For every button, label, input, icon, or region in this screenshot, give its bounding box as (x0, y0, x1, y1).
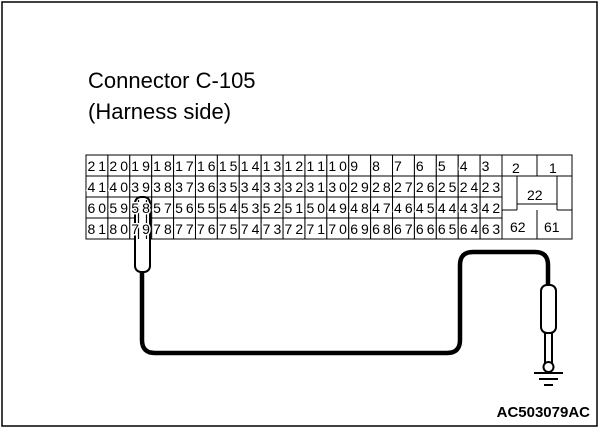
terminal-7: 7 (394, 158, 402, 174)
terminal-3: 3 (482, 158, 490, 174)
connector-title: Connector C-105 (88, 68, 256, 93)
terminal-61: 61 (544, 219, 560, 235)
ground-icon (534, 361, 563, 386)
probe-ground-side (540, 284, 557, 364)
terminal-8: 8 (372, 158, 380, 174)
terminal-22: 22 (527, 187, 543, 203)
terminal-4: 4 (460, 158, 468, 174)
figure-id: AC503079AC (497, 404, 591, 421)
probe-connector-side (134, 196, 151, 273)
terminal-9: 9 (350, 158, 358, 174)
test-wire (139, 249, 551, 356)
terminal-5: 5 (438, 158, 446, 174)
terminal-6: 6 (416, 158, 424, 174)
connector-grid (85, 154, 503, 240)
connector-right-block: 2 1 22 62 61 (501, 154, 573, 240)
terminal-62: 62 (510, 219, 526, 235)
terminal-1: 1 (549, 160, 557, 176)
terminal-2: 2 (512, 160, 520, 176)
connector-subtitle: (Harness side) (88, 99, 231, 124)
